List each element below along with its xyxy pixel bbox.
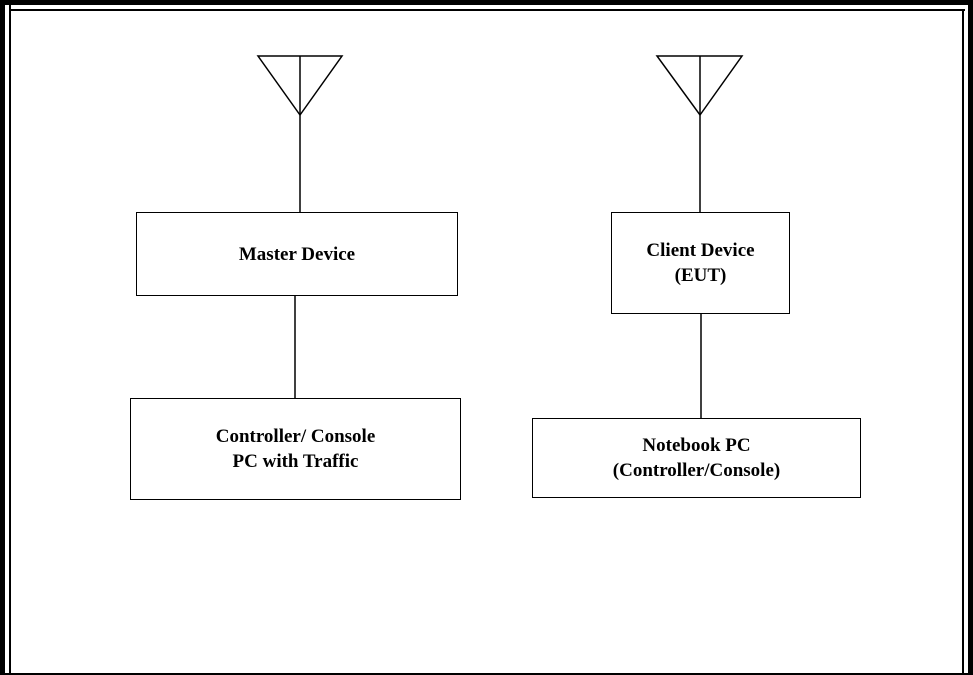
frame-inner-right-line — [962, 9, 964, 673]
notebook-pc-label-line1: Notebook PC — [642, 435, 751, 456]
client-device-label-line2: (EUT) — [674, 265, 727, 286]
client-device-label-line1: Client Device — [646, 240, 755, 261]
client-device-box: Client Device (EUT) — [611, 212, 790, 314]
master-device-label: Master Device — [238, 243, 356, 265]
left-antenna-icon — [256, 55, 344, 117]
controller-console-label-line2: PC with Traffic — [232, 451, 359, 472]
notebook-pc-box: Notebook PC (Controller/Console) — [532, 418, 861, 498]
frame-inner-left-line — [9, 5, 11, 673]
frame-inner-top-line — [9, 9, 965, 11]
controller-console-box: Controller/ Console PC with Traffic — [130, 398, 461, 500]
controller-console-label-line1: Controller/ Console — [215, 426, 376, 447]
notebook-pc-label-line2: (Controller/Console) — [612, 460, 781, 481]
right-antenna-icon — [655, 55, 744, 117]
master-device-box: Master Device — [136, 212, 458, 296]
